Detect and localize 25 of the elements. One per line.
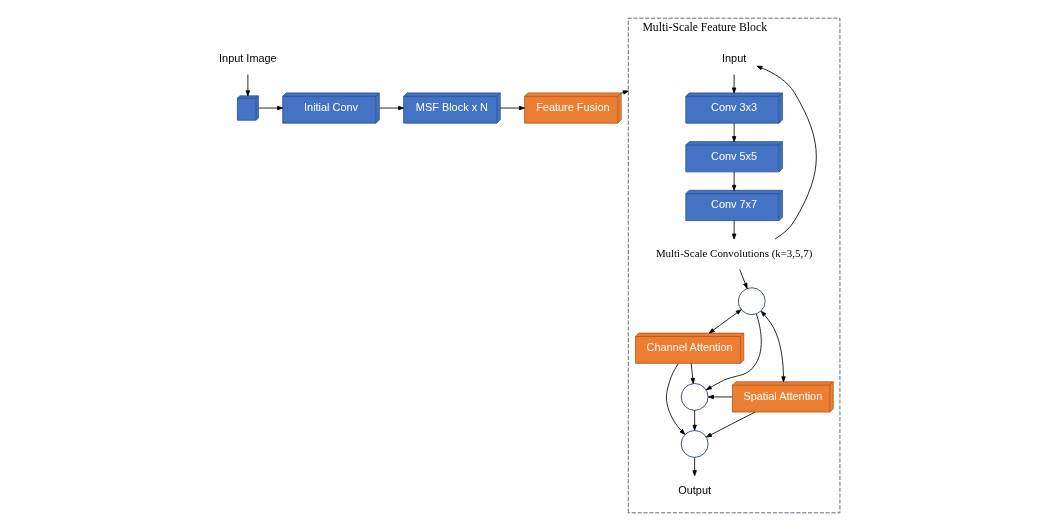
node-text: Input [721,52,746,65]
arrow [691,457,697,477]
arrow [705,313,762,391]
arrow [690,363,695,384]
arrow [691,409,697,431]
arrow [760,310,786,383]
arrow [756,65,817,240]
arrow [708,309,742,334]
arrow [665,363,685,435]
arrow [731,74,736,94]
arrow [731,171,736,191]
node-circle [680,383,708,411]
node-text: Multi-Scale Convolutions (k=3,5,7) [655,247,812,260]
arrow [499,105,525,111]
arrow [731,122,736,143]
arrow [707,394,733,400]
arrow [245,74,250,97]
arrow [738,268,747,289]
arrow [378,105,404,111]
arrow [705,411,755,438]
arrow [257,105,283,111]
arrow [620,90,629,95]
node-text: Output [677,483,711,496]
arrow [731,220,736,240]
node-text: Input Image [218,52,277,65]
